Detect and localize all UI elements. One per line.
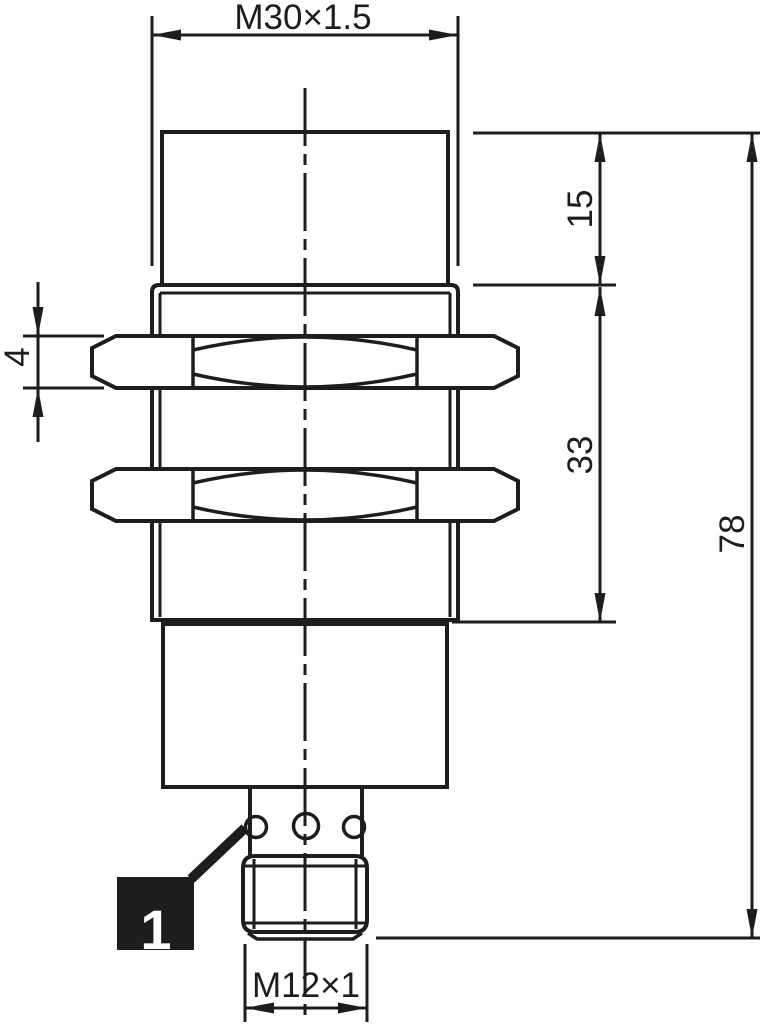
arrowhead-left bbox=[152, 29, 181, 41]
nut-chamfer-arc-top bbox=[192, 335, 418, 352]
arrowhead-left bbox=[245, 1002, 274, 1014]
dimension-head-height: 15 bbox=[473, 131, 760, 287]
arrowhead-up bbox=[32, 388, 44, 417]
arrowhead-down bbox=[594, 256, 606, 285]
arrowhead-down bbox=[746, 909, 758, 938]
callout-leader-line bbox=[187, 824, 249, 883]
dimension-thread-length: 33 bbox=[452, 287, 616, 624]
led-indicator-left bbox=[243, 814, 269, 840]
dimension-label-m30: M30×1.5 bbox=[234, 0, 371, 37]
led-indicator-right bbox=[341, 814, 367, 840]
callout-number: 1 bbox=[140, 898, 171, 961]
dimension-label-4: 4 bbox=[0, 347, 37, 366]
arrowhead-up bbox=[594, 133, 606, 162]
dimension-label-15: 15 bbox=[561, 190, 600, 229]
arrowhead-up bbox=[594, 287, 606, 316]
arrowhead-right bbox=[338, 1002, 367, 1014]
dimension-label-78: 78 bbox=[713, 515, 752, 554]
dimension-m12-connector: M12×1 bbox=[243, 944, 369, 1022]
dimension-label-33: 33 bbox=[561, 436, 600, 475]
dimension-m30-thread: M30×1.5 bbox=[150, 0, 460, 266]
callout-box bbox=[117, 877, 194, 950]
arrowhead-down bbox=[32, 307, 44, 336]
arrowhead-down bbox=[594, 593, 606, 622]
arrowhead-right bbox=[429, 29, 458, 41]
callout-led: 1 bbox=[117, 824, 249, 961]
arrowhead-up bbox=[746, 133, 758, 162]
dimension-label-m12: M12×1 bbox=[252, 966, 360, 1005]
dimension-nut-thickness: 4 bbox=[0, 282, 104, 442]
dimension-overall-length: 78 bbox=[376, 133, 760, 940]
